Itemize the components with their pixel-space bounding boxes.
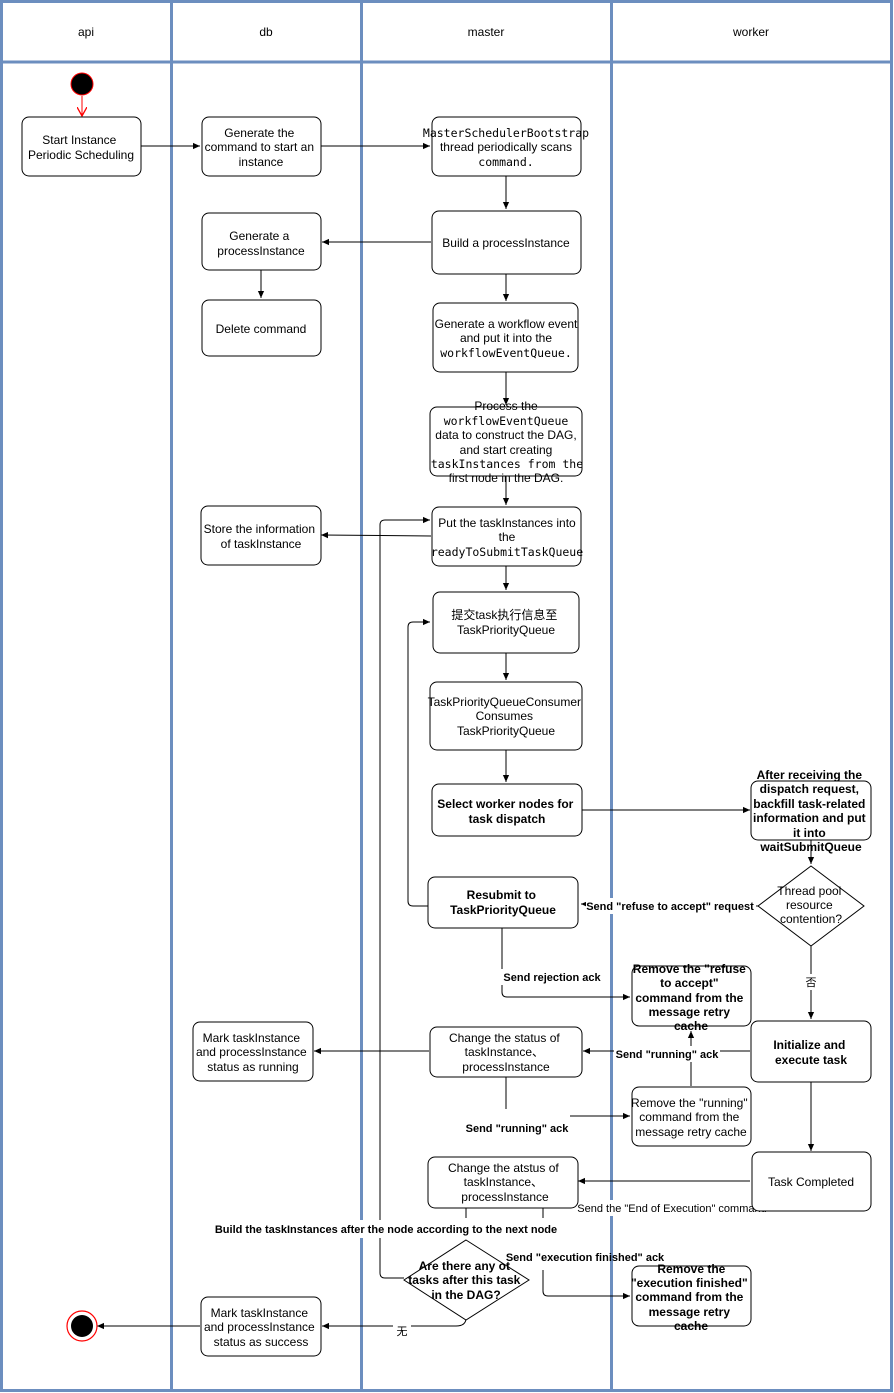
lane-title-api: api — [78, 25, 94, 39]
svg-text:Generate the command to: Generate the command to start an instanc… — [205, 126, 318, 169]
node-process-queue: Process the workflowEventQueue data to c… — [429, 399, 583, 485]
edge-change2-to-remove-finished — [542, 1270, 630, 1300]
svg-text:workflowEventQueue: workflowEventQueue — [444, 414, 569, 428]
svg-text:and put it into the: and put it into the — [460, 331, 552, 345]
node-generate-command: Generate the command to start an instanc… — [201, 116, 322, 177]
edge-labels: Send "refuse to accept" request Send rej… — [212, 898, 819, 1339]
edge-label-finished-ack: Send "execution finished" ack — [506, 1252, 665, 1264]
lane-title-worker: worker — [732, 25, 769, 39]
node-resubmit: Resubmit to TaskPriorityQueue — [427, 876, 579, 929]
svg-text:taskInstances from the: taskInstances from the — [431, 457, 583, 471]
lane-titles: api db master worker — [78, 25, 769, 39]
lane-title-master: master — [468, 25, 505, 39]
svg-text:Store the information of: Store the information of taskInstance — [204, 522, 319, 551]
svg-text:Thread pool resource: Thread pool resource contention? — [777, 884, 844, 926]
edge-label-none-branch: 无 — [397, 1326, 408, 1338]
svg-text:Change the status of tas: Change the status of taskInstance、 proce… — [449, 1031, 563, 1074]
edge-resubmit-to-remove-refuse — [501, 928, 630, 1001]
svg-text:thread periodically scans: thread periodically scans — [440, 140, 572, 154]
svg-text:Put the taskInstances into: Put the taskInstances into — [438, 516, 576, 530]
svg-text:Task Completed: Task Completed — [768, 1175, 854, 1189]
node-store-info: Store the information of taskInstance — [200, 505, 322, 566]
svg-text:data to construct the DAG,: data to construct the DAG, — [435, 428, 576, 442]
start-node — [70, 72, 94, 96]
node-task-completed: Task Completed — [751, 1151, 872, 1212]
svg-text:Generate a workflow event: Generate a workflow event — [435, 317, 578, 331]
node-generate-process: Generate a processInstance — [201, 212, 322, 271]
svg-text:Select worker nodes for: Select worker nodes for task dispatch — [437, 797, 576, 826]
svg-text:and start creating: and start creating — [460, 443, 553, 457]
svg-text:command.: command. — [478, 155, 533, 169]
svg-text:Initialize and execute t: Initialize and execute task — [773, 1038, 848, 1067]
node-remove-running: Remove the "running" command from the me… — [631, 1086, 752, 1147]
edge-label-running-ack-master: Send "running" ack — [466, 1123, 570, 1135]
node-remove-finished: Remove the "execution finished" command … — [631, 1262, 752, 1333]
node-after-receiving: After receiving the dispatch request, ba… — [750, 768, 872, 854]
end-node — [66, 1310, 98, 1342]
edge-label-build-next: Build the taskInstances after the node a… — [215, 1224, 557, 1236]
svg-text:Process the: Process the — [474, 399, 538, 413]
edges — [82, 96, 815, 1330]
edge-label-no-branch: 否 — [806, 977, 817, 989]
node-workflow-event: Generate a workflow event and put it int… — [432, 302, 579, 373]
svg-text:After receiving the disp: After receiving the dispatch request, ba… — [753, 768, 869, 854]
node-thread-pool-decision: Thread pool resource contention? — [757, 865, 865, 947]
node-remove-refuse: Remove the "refuse to accept" command fr… — [631, 962, 752, 1033]
node-delete-command: Delete command — [201, 299, 322, 357]
edge-label-running-ack-worker: Send "running" ack — [616, 1049, 720, 1061]
node-start-scheduling: Start Instance Periodic Scheduling — [21, 116, 142, 177]
svg-text:Resubmit to TaskPriority: Resubmit to TaskPriorityQueue — [450, 888, 556, 917]
svg-text:Change the atstus of tas: Change the atstus of taskInstance、 proce… — [448, 1161, 562, 1204]
svg-text:Build a processInstance: Build a processInstance — [442, 236, 570, 250]
node-initialize-execute: Initialize and execute task — [750, 1020, 872, 1083]
node-any-other-tasks-decision: Are there any ot tasks after this task i… — [403, 1239, 530, 1321]
edge-label-refuse-request: Send "refuse to accept" request — [586, 901, 754, 913]
node-change-status-1: Change the status of taskInstance、 proce… — [429, 1026, 583, 1078]
node-change-status-2: Change the atstus of taskInstance、 proce… — [427, 1156, 579, 1209]
node-select-worker: Select worker nodes for task dispatch — [431, 783, 583, 837]
svg-text:workflowEventQueue.: workflowEventQueue. — [440, 346, 572, 360]
node-mark-success: Mark taskInstance and processInstance st… — [200, 1296, 322, 1357]
edge-put-to-store — [320, 531, 432, 539]
svg-text:Remove the "running" com: Remove the "running" command from the me… — [631, 1096, 751, 1139]
lane-title-db: db — [259, 25, 273, 39]
svg-text:Mark taskInstance and pr: Mark taskInstance and processInstance st… — [196, 1031, 310, 1074]
svg-text:提交task执行信息至 TaskPriority: 提交task执行信息至 TaskPriorityQueue — [451, 607, 560, 637]
node-scheduler-scan: MasterSchedulerBootstrap thread periodic… — [423, 116, 589, 177]
edge-label-rejection-ack: Send rejection ack — [503, 972, 601, 984]
node-build-process: Build a processInstance — [431, 210, 582, 275]
svg-text:Delete command: Delete command — [216, 322, 307, 336]
svg-text:the: the — [499, 530, 516, 544]
node-submit-priority: 提交task执行信息至 TaskPriorityQueue — [432, 591, 580, 654]
svg-text:first node in the DAG.: first node in the DAG. — [449, 471, 564, 485]
edge-next-task-loop — [379, 516, 430, 1279]
svg-text:Are there any ot tasks a: Are there any ot tasks after this task i… — [408, 1259, 523, 1302]
svg-text:Remove the "refuse to ac: Remove the "refuse to accept" command fr… — [633, 962, 749, 1033]
node-mark-running: Mark taskInstance and processInstance st… — [192, 1021, 314, 1082]
svg-text:Start Instance Periodic: Start Instance Periodic Scheduling — [28, 133, 134, 162]
svg-text:TaskPriorityQueueConsumer: TaskPriorityQueueConsumer Consumes TaskP… — [428, 695, 585, 738]
svg-text:MasterSchedulerBootstrap: MasterSchedulerBootstrap — [423, 126, 589, 140]
svg-text:Mark taskInstance and pr: Mark taskInstance and processInstance st… — [204, 1306, 318, 1349]
svg-text:Generate a processInstan: Generate a processInstance — [217, 229, 305, 258]
edge-label-end-execution: Send the "End of Execution" command — [577, 1203, 766, 1215]
svg-text:readyToSubmitTaskQueue: readyToSubmitTaskQueue — [431, 545, 583, 559]
node-consumer: TaskPriorityQueueConsumer Consumes TaskP… — [428, 681, 585, 751]
node-put-tasks: Put the taskInstances into the readyToSu… — [431, 506, 583, 567]
svg-text:Remove the "execution fi: Remove the "execution finished" command … — [631, 1262, 751, 1333]
edge-resubmit-loop — [407, 618, 430, 907]
